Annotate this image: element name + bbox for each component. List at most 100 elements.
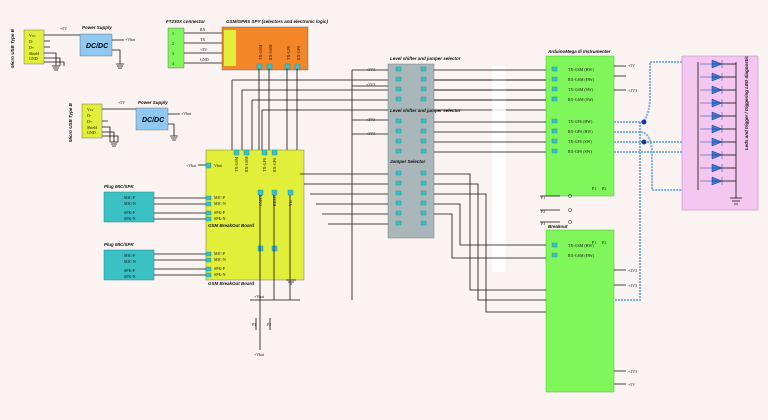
selector-pin-left	[395, 210, 402, 216]
ard-sw-p1: P1	[592, 186, 596, 191]
spy-pin-rx-gps: RX-GPS	[296, 46, 301, 60]
usb-1-title: Micro USB Type B	[10, 28, 15, 68]
ft-title: FT230X connector	[166, 19, 205, 24]
arduino-pin-label: TX-GPS (HW)	[568, 119, 593, 124]
selector-pin-left	[395, 96, 402, 102]
gsm-pin-vio: Vio	[288, 200, 293, 206]
gsm-pin-mic-p: MIC-P	[214, 195, 226, 200]
gsm-pin-reset: RESET	[272, 193, 277, 206]
usb-connector-1: Micro USB Type B Vcc D- D+ Shield GND +5…	[10, 26, 80, 68]
gsm-pin-spk-n-2: SPK-N	[214, 272, 226, 277]
b2-sw-p2: P2	[602, 240, 606, 245]
power-supply-2: Power Supply DC/DC +Vbat	[135, 100, 192, 136]
selector-pin-left	[395, 170, 402, 176]
arduino-pin-marker	[551, 96, 558, 102]
arduino-pin-label: TX-GSM (HW)	[568, 67, 594, 72]
level-shifter-2-title: Level shifter and jumper selector	[390, 108, 461, 113]
ground-symbols	[52, 63, 296, 285]
selector-pin-left	[395, 180, 402, 186]
plug-1-spk-n: SPK-N	[124, 216, 136, 221]
ls-1-rail-a: +3V3	[366, 67, 375, 72]
usb-1-pin-vcc: Vcc	[29, 33, 36, 38]
psu-2-out: +Vbat	[181, 111, 192, 116]
breakout-2-pin-rx: RX-GSM (HW)	[568, 253, 595, 258]
usb-1-pin-gnd: GND	[29, 56, 38, 61]
sc-p3: P3	[541, 221, 545, 226]
gsm-pin-onoff: ON/OFF	[258, 191, 263, 206]
arduino-pin-marker	[551, 118, 558, 124]
switch-p1: P1	[252, 322, 256, 327]
arduino-pin-marker	[551, 66, 558, 72]
gsm-pin-spk-n: SPK-N	[214, 216, 226, 221]
psu-2-title: Power Supply	[138, 100, 168, 105]
gsm-pin-rx-gsm: RX-GSM	[244, 156, 249, 172]
spy-block: GSM/GPRS SPY (selectors and electronic l…	[221, 19, 328, 71]
psu-1-title: Power Supply	[82, 25, 112, 30]
selector-pin-right	[420, 76, 427, 82]
ls-1-rail-b: +3V3	[366, 82, 375, 87]
selector-pin-left	[395, 66, 402, 72]
ft-sig-gnd: GND	[200, 57, 209, 62]
arduino-pin-label: RX-GSM (SW)	[568, 97, 594, 102]
usb-2-pin-vcc: Vcc	[87, 107, 94, 112]
led-icon	[700, 163, 723, 173]
usb-1-pin-dp: D+	[29, 45, 35, 50]
selector-pin-right	[420, 66, 427, 72]
ft-sig-5v: +5V	[200, 47, 207, 52]
selector-pin-right	[420, 148, 427, 154]
gsm-pin-spk-p-2: SPK-P	[214, 266, 226, 271]
plug-2-spk-n: SPK-N	[124, 274, 136, 279]
usb-1-pin-shield: Shield	[29, 51, 39, 56]
gsm-breakout-board: TX-GSM RX-GSM TX-GPS RX-GPS Vbat +Vbat M…	[186, 149, 305, 286]
gsm-pin-mic-p-2: MIC-P	[214, 251, 226, 256]
level-shifter-column: Level shifter and jumper selector Level …	[366, 56, 461, 239]
usb-2-pin-shield: Shield	[87, 125, 97, 130]
spy-title: GSM/GPRS SPY (selectors and electronic l…	[226, 19, 328, 24]
selector-pin-right	[420, 210, 427, 216]
spy-pin-tx-gsm: TX-GSM	[258, 44, 263, 60]
breakout-2-rail-c: +3V3	[628, 369, 637, 374]
spy-pin-rx-gsm: RX-GSM	[268, 44, 273, 60]
plug-2-spk-p: SPK-P	[124, 268, 136, 273]
gsm-pin-rx-gps: RX-GPS	[272, 158, 277, 172]
psu-1-label: DC/DC	[86, 43, 109, 50]
ft-sig-tx: TX	[200, 37, 205, 42]
selector-pin-right	[420, 138, 427, 144]
gsm-pin-vbat: Vbat	[214, 163, 223, 168]
gsm-title-1: GSM BreakOut Board	[208, 223, 254, 228]
plug-2-mic-n: MIC-N	[124, 259, 136, 264]
arduino-pin-label: TX-GPS (SW)	[568, 139, 592, 144]
arduino-pin-marker	[551, 148, 558, 154]
ft-pin-1: 1	[172, 31, 174, 36]
selector-pin-left	[395, 148, 402, 154]
psu-1-out: +Vbat	[125, 37, 136, 42]
breakout-2-pin-tx: TX-GSM (HW)	[568, 243, 594, 248]
selector-pin-left	[395, 128, 402, 134]
arduino-pin-marker	[551, 128, 558, 134]
arduino-pin-label: RX-GPS (SW)	[568, 149, 593, 154]
usb-2-pin-dm: D-	[87, 113, 92, 118]
ard-sw-p2: P2	[602, 186, 606, 191]
led-panel: Leds and trigger / triggering LED diagno…	[681, 55, 759, 211]
sc-p1: P1	[541, 195, 545, 200]
arduino-pin-label: RX-GSM (HW)	[568, 77, 595, 82]
arduino-pin-marker	[551, 138, 558, 144]
usb-connector-2: Micro USB Type B Vcc D- D+ Shield GND +5…	[68, 100, 136, 142]
plug-2-title: Plug MIC/SPK	[104, 242, 135, 247]
selector-pin-right	[420, 128, 427, 134]
arduino-pin-label: TX-GSM (SW)	[568, 87, 594, 92]
selector-pin-left	[395, 118, 402, 124]
ls-2-rail-b: +3V3	[366, 131, 375, 136]
selector-pin-left	[395, 220, 402, 226]
psu-2-label: DC/DC	[142, 117, 165, 124]
selector-pin-left	[395, 190, 402, 196]
switch-p2: P2	[267, 322, 271, 327]
selector-pin-right	[420, 200, 427, 206]
sw-vbat-top: +Vbat	[254, 294, 265, 299]
breakout-2-rail-a: +3V3	[628, 268, 637, 273]
selector-pin-left	[395, 76, 402, 82]
ft-sig-rx: RX	[200, 27, 206, 32]
plug-1-mic-p: MIC-P	[124, 195, 136, 200]
selector-pin-left	[395, 138, 402, 144]
